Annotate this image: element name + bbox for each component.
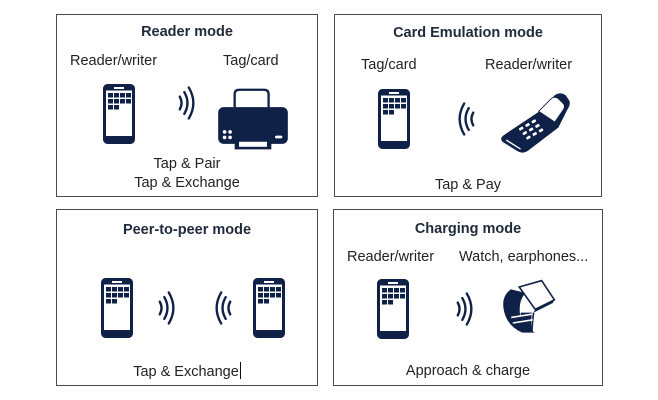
caption-approach-charge: Approach & charge: [405, 363, 531, 379]
right-label: Reader/writer: [485, 57, 573, 73]
caption-tap-pay: Tap & Pay: [434, 177, 502, 193]
smartphone-icon: [378, 89, 410, 149]
right-label: Watch, earphones...: [459, 249, 589, 265]
right-label: Tag/card: [223, 53, 279, 69]
panel-title: Charging mode: [414, 221, 522, 237]
smartphone-icon: [377, 279, 409, 339]
panel-title: Peer-to-peer mode: [122, 222, 252, 238]
left-label: Reader/writer: [70, 53, 158, 69]
printer-icon: [215, 87, 291, 153]
left-label: Tag/card: [361, 57, 417, 73]
text-cursor: [239, 362, 241, 379]
nfc-waves-left-icon: [213, 288, 233, 328]
panel-peer-to-peer-mode: Peer-to-peer mode Tap & Exchange: [56, 209, 318, 386]
caption-tap-pair: Tap & Pair: [153, 156, 221, 172]
panel-title: Card Emulation mode: [393, 25, 543, 41]
payment-terminal-icon: [499, 91, 571, 155]
panel-title: Reader mode: [141, 24, 233, 40]
caption-text: Tap & Exchange: [133, 364, 239, 380]
smartwatch-band-icon: [500, 278, 556, 336]
panel-card-emulation-mode: Card Emulation mode Tag/card Reader/writ…: [334, 14, 602, 197]
smartphone-icon: [101, 278, 133, 338]
nfc-waves-right-icon: [177, 83, 197, 123]
panel-charging-mode: Charging mode Reader/writer Watch, earph…: [333, 209, 603, 386]
nfc-waves-right-icon: [455, 289, 475, 329]
smartphone-icon: [253, 278, 285, 338]
caption-tap-exchange: Tap & Exchange: [57, 362, 317, 382]
left-label: Reader/writer: [347, 249, 435, 265]
nfc-waves-left-icon: [456, 99, 476, 139]
caption-tap-exchange: Tap & Exchange: [134, 175, 240, 191]
panel-reader-mode: Reader mode Reader/writer Tag/card Tap &…: [56, 14, 318, 197]
nfc-waves-right-icon: [157, 288, 177, 328]
smartphone-icon: [103, 84, 135, 144]
